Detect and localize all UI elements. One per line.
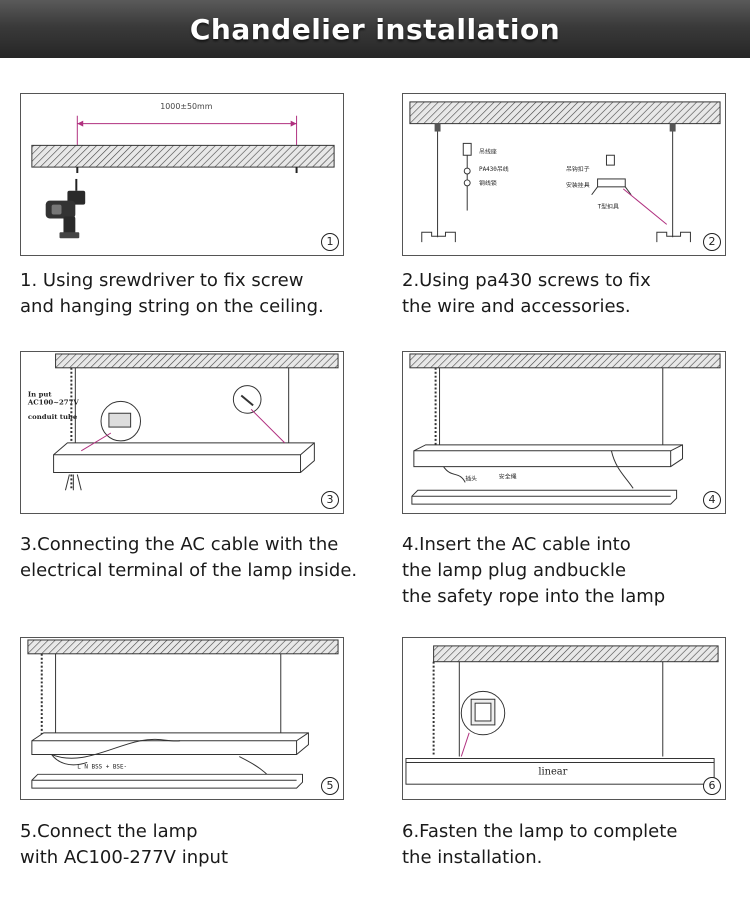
lamp-label: linear (538, 766, 567, 777)
step-5-caption: 5.Connect the lamp with AC100-277V input (20, 819, 380, 871)
title-banner: Chandelier installation (0, 0, 750, 58)
caption-line: 5.Connect the lamp (20, 821, 198, 842)
wire-parts (462, 142, 472, 211)
step-3-illustration: In put AC100~277V conduit tube 3 (20, 351, 344, 514)
caption-line: electrical terminal of the lamp inside. (20, 560, 358, 581)
caption-line: the installation. (402, 847, 543, 868)
step-2-illustration: 吊线座 PA430吊线 钢线锁 吊钩扣子 安装挂具 T型扣具 2 (402, 93, 726, 256)
voltage-label: AC100~277V (27, 398, 79, 406)
caption-line: the wire and accessories. (402, 296, 631, 317)
svg-text:T型扣具: T型扣具 (598, 203, 619, 211)
caption-line: 4.Insert the AC cable into (402, 534, 631, 555)
caption-line: the safety rope into the lamp (402, 586, 666, 607)
svg-text:PA430吊线: PA430吊线 (479, 165, 509, 173)
step-1-caption: 1. Using srewdriver to fix screw and han… (20, 268, 380, 320)
completed-installation-diagram: linear (405, 645, 719, 785)
drill-icon (45, 178, 86, 239)
step-6-caption: 6.Fasten the lamp to complete the instal… (402, 819, 750, 871)
step-number-badge: 3 (321, 491, 339, 509)
step-number-badge: 4 (703, 491, 721, 509)
svg-text:吊线座: 吊线座 (479, 147, 497, 155)
step-number-badge: 6 (703, 777, 721, 795)
svg-text:安装挂具: 安装挂具 (566, 181, 590, 189)
lamp-body (413, 444, 684, 468)
lamp-body (53, 442, 315, 473)
page-title: Chandelier installation (189, 12, 561, 46)
step-number-badge: 2 (703, 233, 721, 251)
svg-text:L N BSS + BSE-: L N BSS + BSE- (77, 764, 127, 770)
step-1-illustration: 1000±50mm 1 (20, 93, 344, 256)
plug-safety-rope-diagram: 插头 安全绳 (409, 353, 721, 505)
svg-text:插头: 插头 (465, 474, 477, 482)
caption-line: and hanging string on the ceiling. (20, 296, 324, 317)
bracket-parts (591, 154, 632, 196)
conduit-label: conduit tube (28, 413, 78, 421)
dimension-label: 1000±50mm (160, 102, 212, 111)
step-number-badge: 5 (321, 777, 339, 795)
ac-cable-terminal-diagram: In put AC100~277V conduit tube (27, 353, 339, 491)
lamp-tray (411, 489, 678, 505)
step-2-caption: 2.Using pa430 screws to fix the wire and… (402, 268, 750, 320)
step-4-illustration: 插头 安全绳 4 (402, 351, 726, 514)
step-4-caption: 4.Insert the AC cable into the lamp plug… (402, 532, 750, 610)
connect-lamp-diagram: L N BSS + BSE- (27, 639, 339, 789)
wire-accessories-diagram: 吊线座 PA430吊线 钢线锁 吊钩扣子 安装挂具 T型扣具 (409, 101, 721, 243)
caption-line: the lamp plug andbuckle (402, 560, 627, 581)
step-6-illustration: linear 6 (402, 637, 726, 800)
ceiling-drill-diagram: 1000±50mm (31, 102, 335, 239)
lamp-tray (31, 773, 303, 789)
step-5-illustration: L N BSS + BSE- 5 (20, 637, 344, 800)
caption-line: 6.Fasten the lamp to complete (402, 821, 678, 842)
caption-line: with AC100-277V input (20, 847, 229, 868)
caption-line: 1. Using srewdriver to fix screw (20, 270, 304, 291)
caption-line: 2.Using pa430 screws to fix (402, 270, 651, 291)
svg-text:吊钩扣子: 吊钩扣子 (566, 165, 590, 173)
svg-text:安全绳: 安全绳 (499, 472, 517, 480)
step-3-caption: 3.Connecting the AC cable with the elect… (20, 532, 380, 584)
caption-line: 3.Connecting the AC cable with the (20, 534, 339, 555)
input-label: In put (28, 390, 53, 398)
lamp-body (31, 732, 309, 756)
step-number-badge: 1 (321, 233, 339, 251)
lamp-body (405, 758, 715, 785)
svg-text:钢线锁: 钢线锁 (479, 179, 497, 187)
